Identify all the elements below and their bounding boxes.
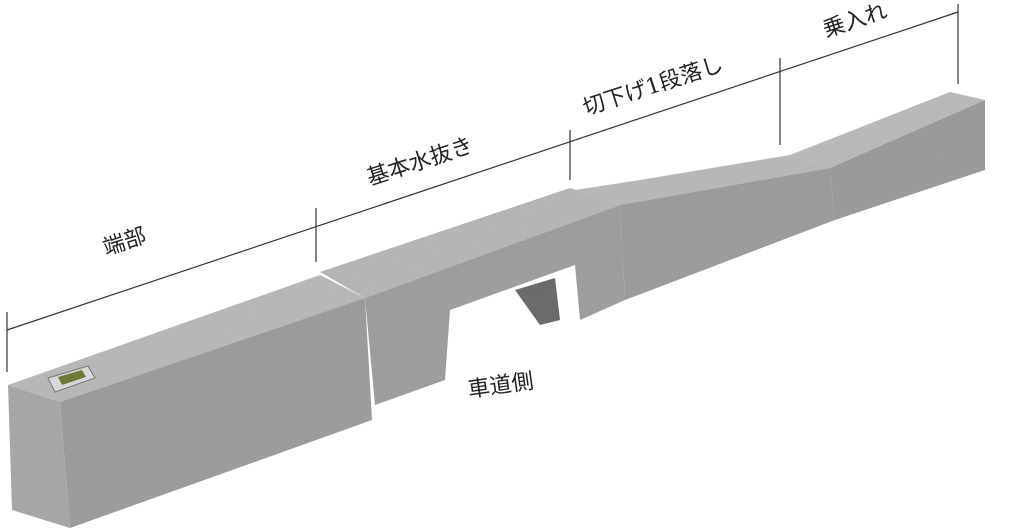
- curb-block-drainage: [320, 188, 625, 405]
- curb-block-end: [8, 275, 372, 528]
- dimension-line: [6, 4, 959, 372]
- curb-block-cut-down: [575, 155, 835, 300]
- curb-block-entrance: [790, 92, 985, 220]
- marker-plate-icon: [47, 365, 96, 393]
